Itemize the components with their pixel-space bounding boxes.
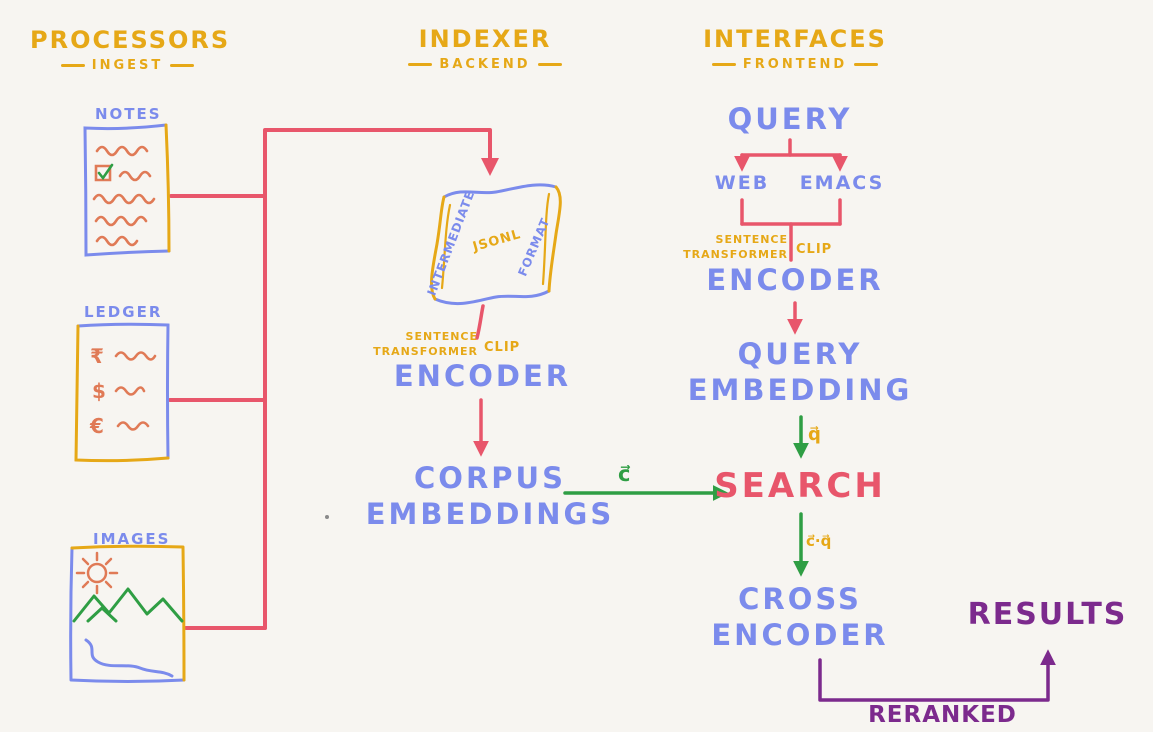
cross-to-results-arrow (818, 649, 1056, 702)
notes-checkmark (97, 163, 114, 181)
corpus-embeddings-label: CORPUS EMBEDDINGS (355, 460, 625, 533)
ledger-card-border-blue (76, 322, 170, 460)
results-label: RESULTS (967, 597, 1128, 632)
mountain-ridge-1 (72, 587, 184, 623)
scroll-left-roll-inner (440, 203, 452, 290)
query-embedding-label: QUERY EMBEDDING (680, 336, 920, 409)
ledger-dollar-symbol: $ (92, 379, 106, 403)
indexer-model-line1: SENTENCE (405, 330, 478, 343)
indexer-pipeline-lines (473, 304, 489, 457)
ledger-label: LEDGER (84, 303, 163, 321)
images-card-border-blue (69, 546, 186, 683)
ledger-euro-symbol: € (89, 414, 104, 438)
emacs-label: EMACS (799, 172, 885, 194)
interfaces-model-line1: SENTENCE (715, 233, 788, 246)
notes-checkbox (94, 164, 112, 182)
notes-squiggle-3 (92, 193, 156, 205)
ingest-trunk-arrow (263, 128, 499, 630)
cross-encoder-label: CROSS ENCODER (690, 581, 910, 654)
indexer-subtitle: BACKEND (390, 57, 580, 72)
interfaces-model-label: SENTENCE TRANSFORMER (672, 233, 788, 263)
indexer-model-label: SENTENCE TRANSFORMER (360, 330, 478, 360)
query-vector-label: q⃗ (808, 424, 821, 445)
notes-squiggle-5 (95, 235, 139, 247)
mountain-ridge-2 (86, 606, 118, 623)
images-card (69, 544, 186, 683)
notes-squiggle-2 (118, 170, 152, 182)
query-embedding-line2: EMBEDDING (687, 373, 913, 408)
images-card-border-yellow (70, 544, 186, 682)
sun-icon (75, 551, 119, 595)
interfaces-model-line2: TRANSFORMER (683, 247, 788, 261)
ingest-connector-lines (168, 128, 499, 630)
dot-product-label: c⃗·q⃗ (806, 532, 832, 550)
notes-card-border-yellow (164, 123, 171, 253)
indexer-model-line2: TRANSFORMER (373, 344, 478, 358)
notes-squiggle-4 (94, 215, 148, 227)
notes-squiggle-1 (95, 145, 149, 157)
interfaces-subtitle: FRONTEND (695, 57, 895, 72)
notes-label: NOTES (95, 105, 162, 123)
query-label: QUERY (727, 102, 853, 136)
corpus-vector-label: c⃗ (618, 462, 631, 486)
scroll-bottom-edge (433, 289, 551, 306)
query-embedding-line1: QUERY (737, 337, 863, 371)
indexer-clip-label: CLIP (484, 340, 521, 355)
ledger-squiggle-2 (114, 386, 146, 396)
corpus-line2: EMBEDDINGS (365, 497, 615, 532)
river-drawing (84, 638, 174, 678)
stray-mark (325, 515, 329, 519)
processors-header: PROCESSORS INGEST (30, 26, 231, 73)
images-label: IMAGES (93, 530, 171, 548)
ledger-rupee-symbol: ₹ (90, 344, 104, 368)
notes-card (83, 123, 171, 257)
processors-title: PROCESSORS (30, 26, 231, 54)
indexer-title: INDEXER (418, 25, 552, 53)
scroll-left-roll-outer (430, 195, 446, 301)
search-label: SEARCH (714, 466, 886, 506)
processors-subtitle: INGEST (30, 58, 225, 73)
scroll-right-roll-outer (547, 185, 562, 293)
interfaces-title: INTERFACES (703, 25, 887, 53)
mountains-drawing (72, 587, 184, 623)
web-label: WEB (714, 172, 770, 194)
cross-encoder-line1: CROSS (738, 582, 862, 616)
notes-squiggles (92, 145, 156, 247)
ledger-card: ₹ $ € (74, 322, 170, 463)
interfaces-encoder-label: ENCODER (706, 263, 884, 297)
ledger-squiggle-1 (114, 351, 157, 361)
interfaces-clip-label: CLIP (796, 242, 833, 257)
corpus-line1: CORPUS (414, 461, 566, 495)
notes-card-border-blue (83, 123, 171, 257)
indexer-header: INDEXER BACKEND (390, 25, 580, 72)
scroll-top-edge (442, 183, 558, 199)
jsonl-scroll (430, 183, 562, 306)
scroll-to-model-line (475, 304, 485, 340)
scroll-right-roll-inner (541, 192, 551, 286)
interfaces-header: INTERFACES FRONTEND (695, 25, 895, 72)
indexer-encoder-label: ENCODER (393, 359, 572, 393)
reranked-label: RERANKED (868, 702, 1017, 728)
interfaces-pipeline-lines (734, 138, 848, 335)
cross-encoder-line2: ENCODER (711, 618, 889, 653)
ledger-squiggle-3 (116, 421, 150, 431)
ledger-squiggles (114, 351, 157, 431)
ledger-card-border-yellow (74, 324, 170, 463)
